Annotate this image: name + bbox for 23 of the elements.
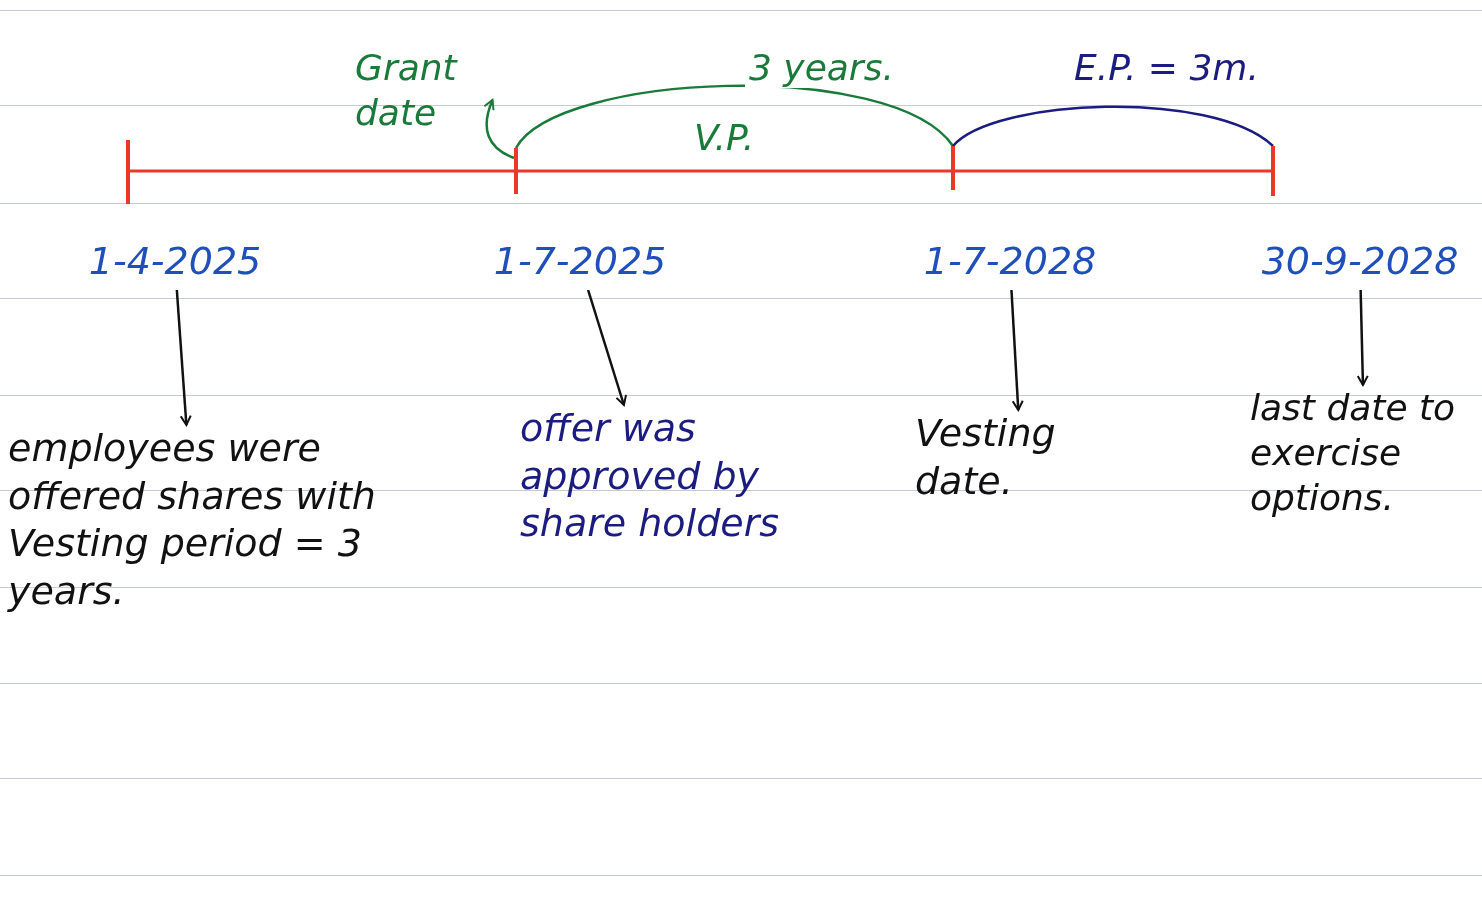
period-arc (515, 84, 954, 149)
date-label: 30-9-2028 (1261, 238, 1459, 285)
arrow (1356, 289, 1369, 386)
timeline-line (518, 169, 951, 173)
description-text: last date to exercise options. (1250, 386, 1457, 520)
tick-mark (514, 148, 518, 194)
description-text: Vesting date. (915, 410, 1057, 505)
description-text: employees were offered shares with Vesting period = 3 years. (8, 425, 377, 615)
tick-mark (951, 146, 955, 190)
tick-mark (126, 140, 130, 204)
arrow (586, 289, 627, 406)
period-arc (952, 105, 1274, 147)
arrow (1010, 289, 1024, 411)
timeline-line (955, 169, 1271, 173)
tick-mark (1271, 146, 1275, 196)
timeline-line (130, 169, 514, 173)
date-label: 1-4-2025 (88, 238, 262, 285)
date-label: 1-7-2028 (923, 238, 1097, 285)
description-text: offer was approved by share holders (520, 405, 781, 547)
annotation-text: Grant date (355, 46, 459, 135)
arrow (175, 289, 192, 426)
arrow (483, 99, 515, 160)
date-label: 1-7-2025 (493, 238, 667, 285)
